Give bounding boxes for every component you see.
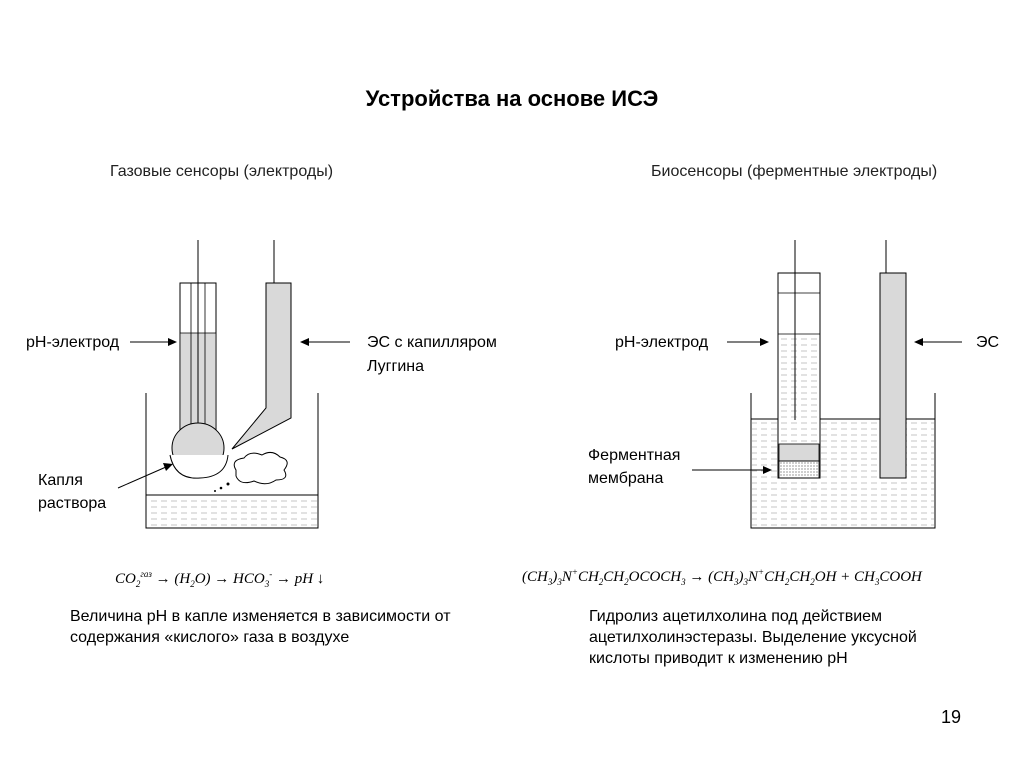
membrane-label-line2: мембрана [588, 470, 664, 487]
left-caption: Величина рН в капле изменяется в зависим… [70, 608, 451, 646]
right-equation: (CH3)3N+CH2CH2OCOCH3 → (CH3)3N+CH2CH2OH … [522, 567, 922, 587]
membrane-label-line1: Ферментная [588, 447, 681, 464]
page-number: 19 [941, 707, 962, 727]
left-subtitle: Газовые сенсоры (электроды) [110, 163, 334, 180]
right-reference-electrode [879, 272, 907, 479]
biosensor-diagram [692, 240, 962, 529]
enzyme-membrane [778, 460, 820, 479]
solution-drop [169, 454, 229, 479]
drop-label-line2: раствора [38, 495, 107, 512]
left-es-label-line1: ЭС с капилляром [367, 334, 497, 351]
right-subtitle: Биосенсоры (ферментные электроды) [651, 163, 938, 180]
left-beaker-liquid [147, 495, 317, 527]
drop-label-line1: Капля [38, 472, 83, 489]
left-equation: CO2газ → (H2O) → HCO3- → pH ↓ [115, 569, 325, 589]
right-beaker [750, 393, 936, 529]
right-caption: Гидролиз ацетилхолина под действием ацет… [589, 608, 917, 667]
left-reference-electrode [231, 282, 292, 450]
slide-title: Устройства на основе ИСЭ [365, 86, 659, 111]
right-es-label: ЭС [976, 334, 1000, 351]
gas-sensor-diagram [117, 240, 350, 529]
gas-cloud [233, 451, 288, 485]
left-beaker [145, 393, 319, 529]
right-ph-electrode-label: рН-электрод [615, 334, 709, 351]
left-es-label-line2: Луггина [367, 358, 425, 375]
left-ph-electrode-label: рН-электрод [26, 334, 120, 351]
